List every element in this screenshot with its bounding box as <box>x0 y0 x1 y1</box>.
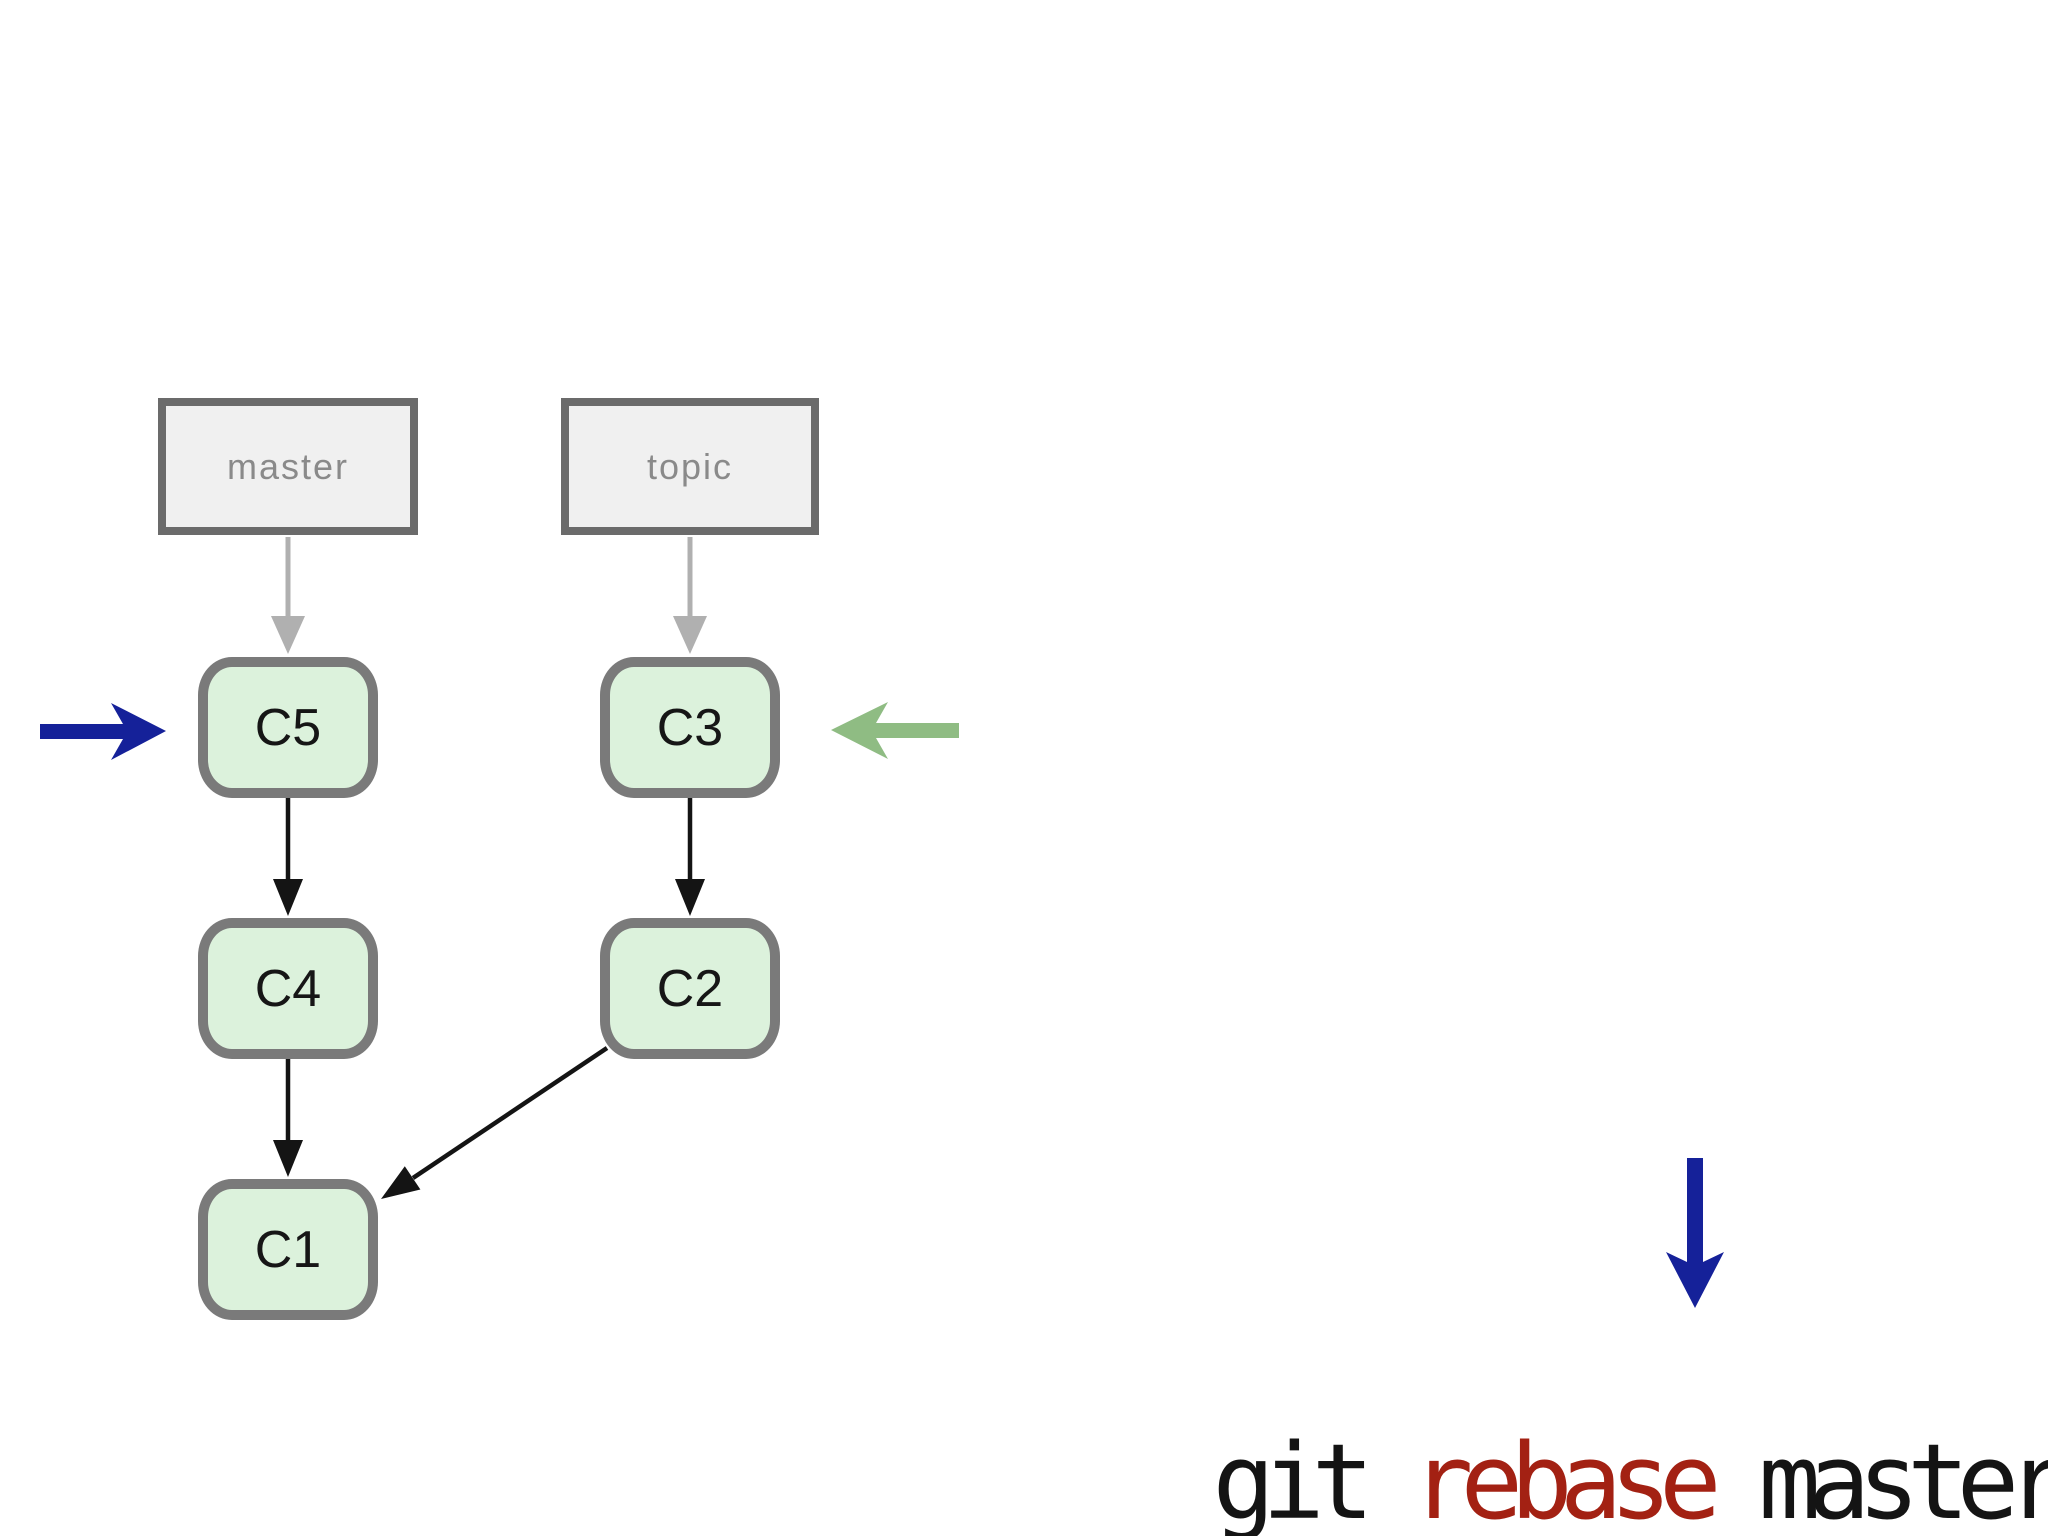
topic-ref-arrow <box>673 537 707 654</box>
edge-c3-c2 <box>675 798 705 916</box>
topic-pointer-arrow-icon <box>831 702 959 759</box>
commit-node-c2: C2 <box>600 918 780 1059</box>
command-pointer-arrow-icon <box>1666 1158 1724 1308</box>
edge-c2-c1 <box>381 1046 609 1199</box>
commit-label: C3 <box>656 698 724 757</box>
edge-c4-c1 <box>273 1059 303 1177</box>
master-pointer-arrow-icon <box>40 703 166 760</box>
branch-box-master: master <box>158 398 418 535</box>
edge-c5-c4 <box>273 798 303 916</box>
command-text: git rebase master <box>1014 1326 2048 1536</box>
commit-label: C2 <box>656 959 724 1018</box>
commit-label: C4 <box>254 959 322 1018</box>
branch-box-topic: topic <box>561 398 819 535</box>
commit-label: C5 <box>254 698 322 757</box>
commit-node-c4: C4 <box>198 918 378 1059</box>
commit-node-c3: C3 <box>600 657 780 798</box>
master-ref-arrow <box>271 537 305 654</box>
commit-label: C1 <box>254 1220 322 1279</box>
commit-node-c5: C5 <box>198 657 378 798</box>
branch-label-topic: topic <box>646 445 734 487</box>
command-suffix: master <box>1708 1421 2048 1536</box>
command-keyword: rebase <box>1410 1421 1722 1536</box>
command-prefix: git <box>1212 1421 1411 1536</box>
branch-label-master: master <box>226 445 350 487</box>
commit-node-c1: C1 <box>198 1179 378 1320</box>
